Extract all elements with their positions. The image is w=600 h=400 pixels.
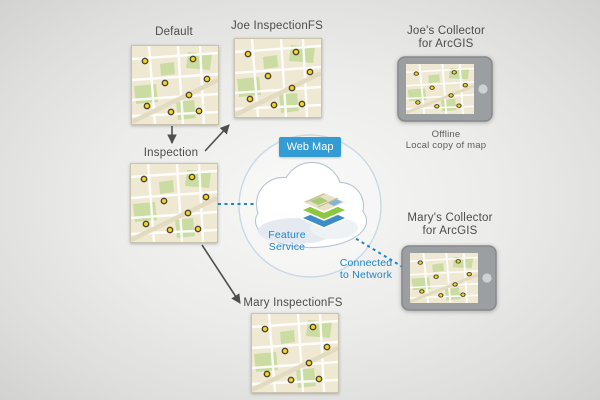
map-thumbnail-joe-inspectionfs — [234, 38, 322, 118]
connected-to-network-label: Connected to Network — [328, 257, 404, 281]
feature-service-label: Feature Service — [255, 229, 319, 253]
map-thumbnail-default — [131, 45, 219, 125]
mary-device-title: Mary's Collector for ArcGIS — [400, 212, 500, 238]
joe-device-status: Offline Local copy of map — [396, 129, 496, 151]
mary-device-title-line1: Mary's Collector — [407, 212, 493, 224]
map-thumbnail-inspection — [130, 163, 218, 243]
feature-service-line1: Feature — [268, 229, 306, 241]
joe-status-line1: Offline — [431, 129, 461, 140]
label-default-map: Default — [155, 26, 193, 38]
joe-device-title-line2: for ArcGIS — [418, 38, 474, 50]
web-map-badge: Web Map — [279, 137, 341, 157]
feature-service-line2: Service — [268, 241, 306, 253]
connected-line1: Connected — [339, 257, 393, 269]
connected-line2: to Network — [339, 269, 393, 281]
joe-device-title: Joe's Collector for ArcGIS — [396, 25, 496, 51]
dashed-line-cloud-to-mary-device — [344, 231, 407, 270]
label-inspection: Inspection — [143, 147, 199, 159]
joe-tablet-device — [397, 56, 493, 122]
workflow-arrows — [167, 124, 241, 304]
mary-device-title-line2: for ArcGIS — [422, 225, 478, 237]
joe-status-line2: Local copy of map — [405, 140, 487, 151]
label-joe-inspectionfs: Joe InspectionFS — [230, 20, 324, 32]
map-thumbnail-mary-inspectionfs — [251, 313, 339, 393]
mary-tablet-device — [401, 245, 497, 311]
network-dashed-lines — [218, 203, 407, 270]
label-mary-inspectionfs: Mary InspectionFS — [243, 297, 343, 309]
joe-device-title-line1: Joe's Collector — [406, 25, 486, 37]
arrow-inspection-to-mary-fs — [201, 244, 241, 304]
map-layers-icon — [300, 191, 348, 229]
arrow-inspection-to-joe-fs — [204, 124, 230, 152]
